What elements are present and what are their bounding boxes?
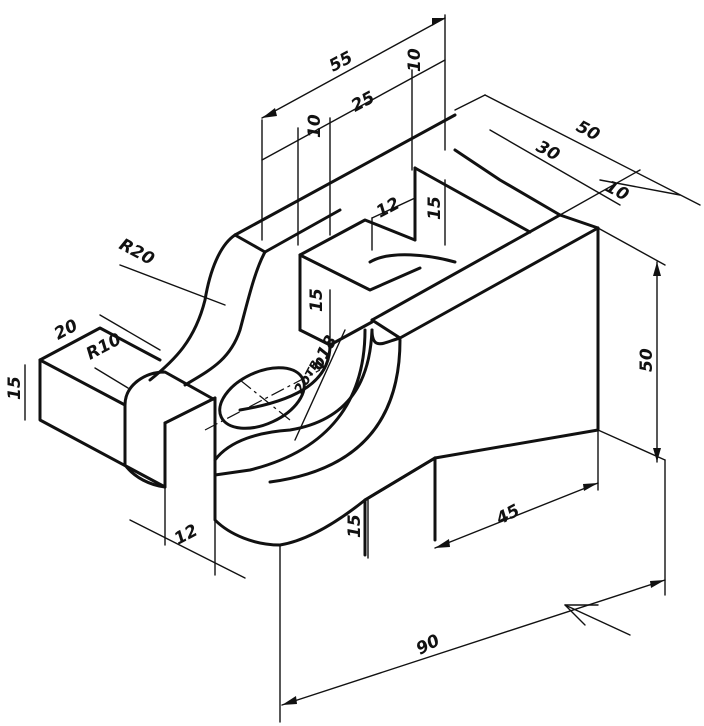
step-top-edge — [298, 253, 422, 292]
mounting-hole — [204, 366, 321, 431]
dim-55 — [261, 17, 446, 119]
left-lug-bottom-curve — [123, 463, 167, 489]
dim-12-bottom — [129, 519, 246, 579]
label-15-step: 15 — [307, 288, 327, 312]
arrow-55-r — [432, 18, 445, 26]
phi18-leader — [294, 329, 346, 441]
ext-50-right-top — [597, 227, 666, 266]
r20-leader — [119, 264, 226, 306]
ext-50-right-bot — [597, 429, 666, 461]
right-block-top-front — [370, 213, 600, 322]
ext-50-a — [454, 94, 486, 111]
arrow-50-t — [653, 262, 661, 276]
arrow-45-r — [583, 483, 598, 491]
arrow-50-b — [653, 448, 661, 462]
r10-leader — [94, 367, 129, 389]
dim-30 — [489, 129, 621, 206]
view-arrow-shaft — [564, 604, 631, 636]
base-top-arc-outer — [268, 338, 402, 484]
dim-20 — [99, 314, 161, 351]
label-10-top: 10 — [405, 48, 425, 72]
left-lug-rounded-top — [123, 370, 217, 407]
right-block-top-left — [370, 318, 402, 340]
label-45: 45 — [492, 501, 523, 530]
arrow-55-l — [262, 108, 277, 118]
pocket-back-edge — [413, 166, 532, 234]
dimension-lines — [24, 14, 701, 723]
upright-inner-curve — [183, 250, 267, 387]
label-r20: R20 — [116, 235, 158, 270]
base-top-arc-inner — [213, 328, 367, 477]
dim-90 — [281, 579, 666, 706]
hole-center-line-b — [239, 379, 291, 421]
dim-10-right — [599, 179, 681, 196]
label-12-pocket: 12 — [373, 194, 403, 223]
pocket-hole-arc — [368, 253, 457, 264]
pocket-step-top — [298, 218, 417, 257]
arrowheads — [262, 18, 665, 705]
label-15-left: 15 — [5, 376, 25, 400]
step-curve — [238, 343, 332, 412]
label-55: 55 — [326, 48, 356, 77]
right-block-front — [398, 226, 600, 460]
view-direction-arrow — [564, 604, 631, 636]
dim-50-top — [484, 94, 701, 206]
dimension-labels: 55 10 25 10 50 30 10 12 15 R20 20 R10 15… — [5, 48, 657, 660]
label-25: 25 — [348, 88, 378, 117]
arrow-90-r — [650, 580, 665, 588]
part-outline — [38, 113, 600, 557]
dim-25-10 — [261, 59, 446, 161]
label-90: 90 — [413, 631, 443, 660]
upright-top-front — [263, 208, 342, 254]
left-lug-front-face — [38, 358, 167, 489]
right-block-top-back — [453, 148, 562, 217]
view-arrow-head — [564, 604, 599, 626]
label-12-bottom: 12 — [171, 521, 201, 550]
right-arc-top — [370, 328, 402, 346]
arrow-45-l — [435, 539, 450, 548]
label-50-right: 50 — [637, 348, 657, 372]
upright-outer-curve — [148, 233, 237, 382]
left-lug-top-right — [163, 396, 217, 425]
upright-top-left — [233, 233, 267, 254]
label-30: 30 — [533, 137, 563, 166]
ext-10-r2 — [559, 169, 641, 216]
dim-20-base — [39, 327, 101, 361]
label-10-mid: 10 — [305, 114, 325, 138]
dim-45 — [434, 482, 599, 549]
label-50-top: 50 — [573, 117, 603, 146]
base-inner-arc — [213, 328, 374, 462]
label-15-pocket: 15 — [425, 196, 445, 220]
label-15-notch: 15 — [345, 514, 365, 538]
hole-center-line-a — [204, 369, 321, 431]
dim-12-pocket — [371, 197, 416, 219]
upright-top-back — [233, 113, 457, 237]
arrow-90-l — [282, 696, 297, 705]
notch-top — [363, 456, 437, 502]
left-lug-top-edge — [38, 358, 127, 407]
